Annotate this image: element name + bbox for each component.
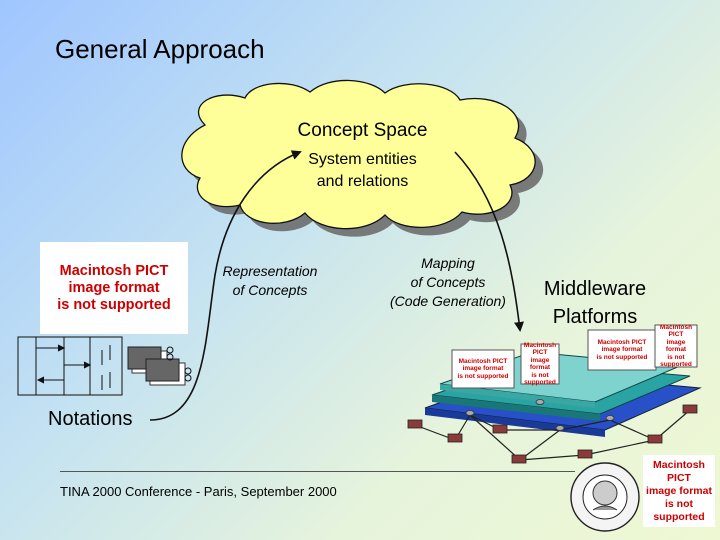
mapping-label: Mapping of Concepts (Code Generation)	[378, 254, 518, 311]
placeholder-line1: Macintosh PICT	[653, 458, 705, 484]
representation-arrow	[149, 150, 302, 421]
concept-space-subtitle-line1: System entities	[308, 151, 417, 168]
notations-label: Notations	[48, 408, 133, 430]
component-notation	[127, 346, 192, 386]
placeholder-line2: image format	[462, 365, 504, 373]
logo-placeholder: Macintosh PICT image format is not suppo…	[643, 455, 715, 527]
unsupported-image-placeholder: Macintosh PICT image format is not suppo…	[40, 242, 188, 334]
mapping-line1: Mapping	[421, 255, 475, 271]
footer-divider	[60, 471, 575, 472]
placeholder-line3: is not supported	[596, 353, 648, 361]
concept-cloud	[181, 79, 544, 237]
mapping-line3: (Code Generation)	[390, 293, 506, 309]
platform-placeholder-1: Macintosh PICT image format is not suppo…	[455, 352, 511, 386]
placeholder-line3: is not supported	[457, 372, 509, 380]
placeholder-line3: is not supported	[57, 296, 171, 313]
platform-placeholder-2: Macintosh PICT image format is not suppo…	[523, 342, 557, 386]
platform-placeholder-4: Macintosh PICT image format is not suppo…	[657, 323, 695, 368]
middleware-label: Middleware Platforms	[520, 275, 670, 331]
placeholder-line1: Macintosh PICT	[59, 262, 169, 279]
placeholder-line2: image format	[646, 484, 712, 497]
placeholder-line3: is not supported	[524, 371, 556, 387]
placeholder-line1: Macintosh PICT	[458, 357, 508, 365]
placeholder-line2: image format	[601, 346, 643, 354]
placeholder-line1: Macintosh PICT	[523, 341, 557, 357]
concept-space-title: Concept Space	[297, 120, 428, 141]
concept-space-subtitle-line2: and relations	[316, 173, 409, 190]
middleware-line2: Platforms	[552, 306, 638, 328]
representation-line2: of Concepts	[232, 282, 308, 298]
representation-line1: Representation	[222, 263, 318, 279]
concept-space-subtitle: System entities and relations	[260, 149, 465, 193]
placeholder-line2: image format	[665, 338, 687, 354]
placeholder-line1: Macintosh PICT	[659, 323, 693, 339]
slide-title: General Approach	[55, 34, 265, 64]
placeholder-line2: image format	[68, 279, 160, 296]
placeholder-line1: Macintosh PICT	[597, 338, 647, 346]
university-seal	[570, 462, 640, 532]
placeholder-line3: is not supported	[660, 353, 692, 369]
middleware-line1: Middleware	[543, 278, 647, 300]
platform-placeholder-3: Macintosh PICT image format is not suppo…	[591, 332, 653, 368]
placeholder-line3: is not supported	[653, 497, 705, 523]
sequence-diagram-notation	[17, 336, 123, 396]
mapping-line2: of Concepts	[410, 274, 486, 290]
mapping-arrow	[454, 151, 524, 332]
placeholder-line2: image format	[529, 356, 551, 372]
footer-text: TINA 2000 Conference - Paris, September …	[60, 484, 337, 499]
representation-label: Representation of Concepts	[200, 262, 340, 300]
